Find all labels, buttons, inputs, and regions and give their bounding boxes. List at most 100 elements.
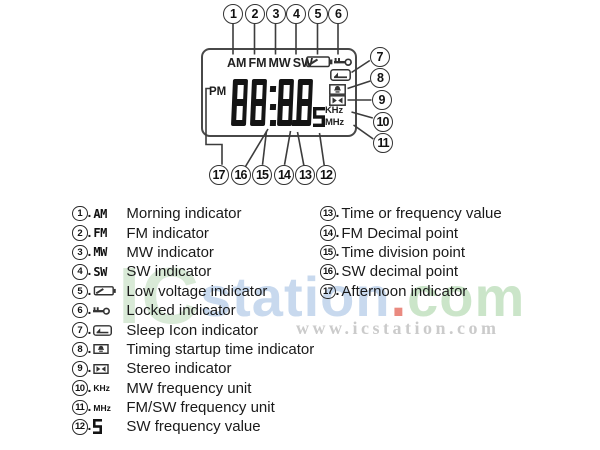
- stereo-icon: [93, 363, 110, 374]
- legend-desc-17: Afternoon indicator: [341, 282, 468, 300]
- callout-17: 17: [208, 165, 229, 185]
- callout-2: 2: [244, 4, 265, 24]
- legend-item-2: 2 . FM FM indicator: [72, 223, 314, 242]
- fm-symbol: FM: [93, 226, 107, 241]
- legend-item-15: 15 . Time division point: [320, 243, 502, 262]
- legend-desc-14: FM Decimal point: [341, 224, 459, 242]
- callout-5: 5: [307, 4, 328, 24]
- legend-num-5: 5: [72, 283, 88, 299]
- callout-3: 3: [265, 4, 286, 24]
- legend-num-2: 2: [72, 225, 88, 241]
- callout-6: 6: [328, 4, 348, 24]
- legend-item-5: 5 . Low voltage indicator: [72, 282, 314, 301]
- sleep-icon: [330, 69, 351, 81]
- callout-1: 1: [223, 4, 243, 24]
- legend-desc-10: MW frequency unit: [126, 379, 252, 397]
- colon-top-dot: [269, 86, 276, 92]
- digit-4: [295, 79, 314, 126]
- sw-symbol: SW: [93, 264, 107, 279]
- battery-icon: [94, 286, 117, 296]
- colon-bottom-dot: [269, 103, 276, 110]
- legend-num-15: 15: [320, 244, 336, 261]
- legend-item-7: 7 . Sleep Icon indicator: [72, 320, 314, 339]
- legend-num-17: 17: [320, 283, 336, 299]
- digit-1: [230, 79, 249, 126]
- legend-num-12: 12: [72, 419, 88, 435]
- legend-item-9: 9 . Stereo indicator: [72, 359, 314, 378]
- legend-desc-12: SW frequency value: [126, 418, 261, 436]
- legend-desc-5: Low voltage indicator: [126, 282, 268, 300]
- fm-indicator: FM: [248, 56, 267, 70]
- seven-seg-5-icon: [93, 419, 103, 435]
- lcd-diagram: AM FM MW SW PM: [0, 0, 600, 200]
- legend-item-10: 10 . KHz MW frequency unit: [72, 379, 314, 398]
- legend-item-17: 17 . Afternoon indicator: [320, 282, 502, 301]
- sw-frequency-digit: [313, 107, 325, 127]
- legend-num-4: 4: [72, 264, 88, 280]
- legend-desc-15: Time division point: [341, 243, 466, 261]
- legend-desc-4: SW indicator: [126, 263, 212, 281]
- khz-unit: KHz: [325, 105, 343, 116]
- watermark-suffix: com: [407, 264, 526, 328]
- legend-num-13: 13: [320, 205, 336, 222]
- watermark-mid: station: [200, 264, 391, 328]
- legend-desc-2: FM indicator: [126, 224, 209, 242]
- watermark-prefix: IC: [118, 251, 200, 340]
- legend-desc-3: MW indicator: [126, 243, 214, 261]
- legend-num-10: 10: [72, 380, 88, 396]
- callout-lines: [205, 24, 374, 167]
- legend-item-11: 11 . MHz FM/SW frequency unit: [72, 398, 314, 417]
- legend-num-3: 3: [72, 244, 88, 261]
- legend-left-column: 1 . AM Morning indicator 2 . FM FM indic…: [72, 204, 314, 437]
- key-icon: [93, 306, 111, 315]
- battery-icon: [306, 56, 333, 68]
- callout-14: 14: [274, 165, 294, 185]
- callout-10: 10: [372, 111, 393, 132]
- legend-num-7: 7: [72, 322, 88, 338]
- legend-item-8: 8 . Timing startup time indicator: [72, 340, 314, 359]
- watermark-dot: .: [390, 264, 408, 328]
- stereo-icon: [329, 95, 346, 106]
- am-indicator: AM: [227, 56, 247, 70]
- alarm-icon: [329, 84, 346, 95]
- lcd-display-panel: [201, 48, 357, 137]
- key-icon: [334, 58, 352, 66]
- legend-item-6: 6 . Locked indicator: [72, 301, 314, 320]
- legend-desc-9: Stereo indicator: [126, 360, 232, 378]
- legend-item-4: 4 . SW SW indicator: [72, 262, 314, 281]
- callout-9: 9: [371, 90, 392, 110]
- callout-16: 16: [230, 165, 251, 185]
- mhz-symbol: MHz: [93, 402, 111, 413]
- legend-num-14: 14: [320, 225, 336, 241]
- legend-desc-6: Locked indicator: [126, 302, 236, 320]
- legend-item-3: 3 . MW MW indicator: [72, 243, 314, 262]
- khz-symbol: KHz: [93, 383, 110, 394]
- callout-11: 11: [373, 132, 393, 153]
- legend-num-9: 9: [72, 361, 88, 377]
- callout-4: 4: [286, 4, 306, 24]
- legend-item-16: 16 . SW decimal point: [320, 262, 502, 281]
- legend-num-1: 1: [72, 205, 88, 222]
- legend-item-12: 12 . SW frequency value: [72, 417, 314, 436]
- legend-num-16: 16: [320, 264, 336, 280]
- mw-symbol: MW: [93, 245, 107, 260]
- callout-15: 15: [252, 165, 272, 185]
- legend-desc-11: FM/SW frequency unit: [126, 399, 275, 417]
- fm-decimal-point: [291, 119, 299, 126]
- alarm-icon: [93, 344, 110, 355]
- callout-12: 12: [316, 165, 336, 185]
- legend-num-8: 8: [72, 341, 88, 358]
- mw-indicator: MW: [268, 56, 291, 70]
- mhz-unit: MHz: [325, 117, 344, 128]
- legend-desc-13: Time or frequency value: [341, 205, 502, 223]
- sw-decimal-point: [269, 119, 276, 126]
- band-labels: AM FM MW SW: [227, 56, 313, 70]
- callout-13: 13: [295, 165, 315, 185]
- legend-item-13: 13 . Time or frequency value: [320, 204, 502, 223]
- am-symbol: AM: [93, 206, 107, 221]
- callout-8: 8: [370, 68, 390, 88]
- legend-desc-16: SW decimal point: [341, 263, 459, 281]
- legend-item-14: 14 . FM Decimal point: [320, 223, 502, 242]
